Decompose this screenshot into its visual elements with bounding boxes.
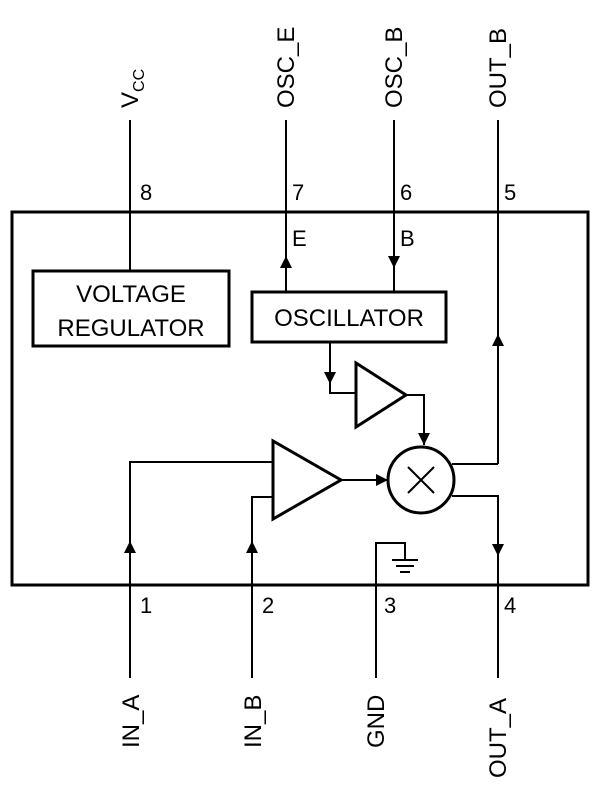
pin-in-b: 2 IN_B (240, 496, 274, 748)
arrow-up-icon (492, 334, 504, 346)
pin-osc-e: 7 E OSC_E (273, 27, 307, 292)
arrow-down-icon (418, 433, 430, 445)
chip-package (10, 210, 590, 587)
arrow-down-icon (388, 256, 400, 268)
pin-label-vcc: VCC (117, 69, 148, 108)
pin-label-in-b: IN_B (240, 695, 267, 748)
arrow-up-icon (246, 541, 258, 553)
pin-in-a: 1 IN_A (118, 461, 273, 748)
pin-osc-b: 6 B OSC_B (381, 27, 415, 292)
oscillator-block: OSCILLATOR (250, 290, 448, 344)
pin-number-2: 2 (262, 593, 274, 618)
pin-number-1: 1 (140, 593, 152, 618)
input-amplifier (271, 438, 345, 522)
pin-label-gnd: GND (363, 695, 390, 748)
oscillator-amplifier (354, 360, 409, 430)
arrow-down-icon (492, 544, 504, 556)
osc-e-inner-label: E (292, 226, 307, 251)
ground-icon (392, 559, 418, 573)
arrow-right-icon (376, 474, 388, 486)
oscillator-label: OSCILLATOR (274, 305, 424, 332)
pin-label-out-a: OUT_A (485, 698, 512, 778)
pin-vcc: 8 VCC (117, 69, 152, 271)
arrow-up-icon (124, 541, 136, 553)
pin-number-4: 4 (504, 593, 516, 618)
pin-out-b: 5 OUT_B (452, 28, 516, 465)
pin-number-7: 7 (292, 180, 304, 205)
pin-number-8: 8 (140, 180, 152, 205)
pin-label-osc-e: OSC_E (273, 27, 300, 108)
arrow-up-icon (280, 256, 292, 268)
multiply-circle-icon (407, 466, 435, 494)
osc-b-inner-label: B (400, 226, 415, 251)
pin-number-5: 5 (504, 180, 516, 205)
pin-gnd: 3 GND (363, 542, 418, 748)
pin-label-osc-b: OSC_B (381, 27, 408, 108)
triangle-amplifier-icon (354, 360, 409, 430)
pin-out-a: 4 OUT_A (485, 593, 516, 778)
pin-number-3: 3 (384, 593, 396, 618)
pin-label-in-a: IN_A (118, 695, 145, 748)
arrow-down-icon (324, 372, 336, 384)
voltage-regulator-line2: REGULATOR (57, 315, 204, 342)
triangle-amplifier-icon (271, 438, 345, 522)
voltage-regulator-line1: VOLTAGE (76, 281, 186, 308)
voltage-regulator-block: VOLTAGE REGULATOR (31, 269, 231, 348)
pin-number-6: 6 (400, 180, 412, 205)
mixer (386, 445, 456, 515)
pin-label-out-b: OUT_B (485, 28, 512, 108)
